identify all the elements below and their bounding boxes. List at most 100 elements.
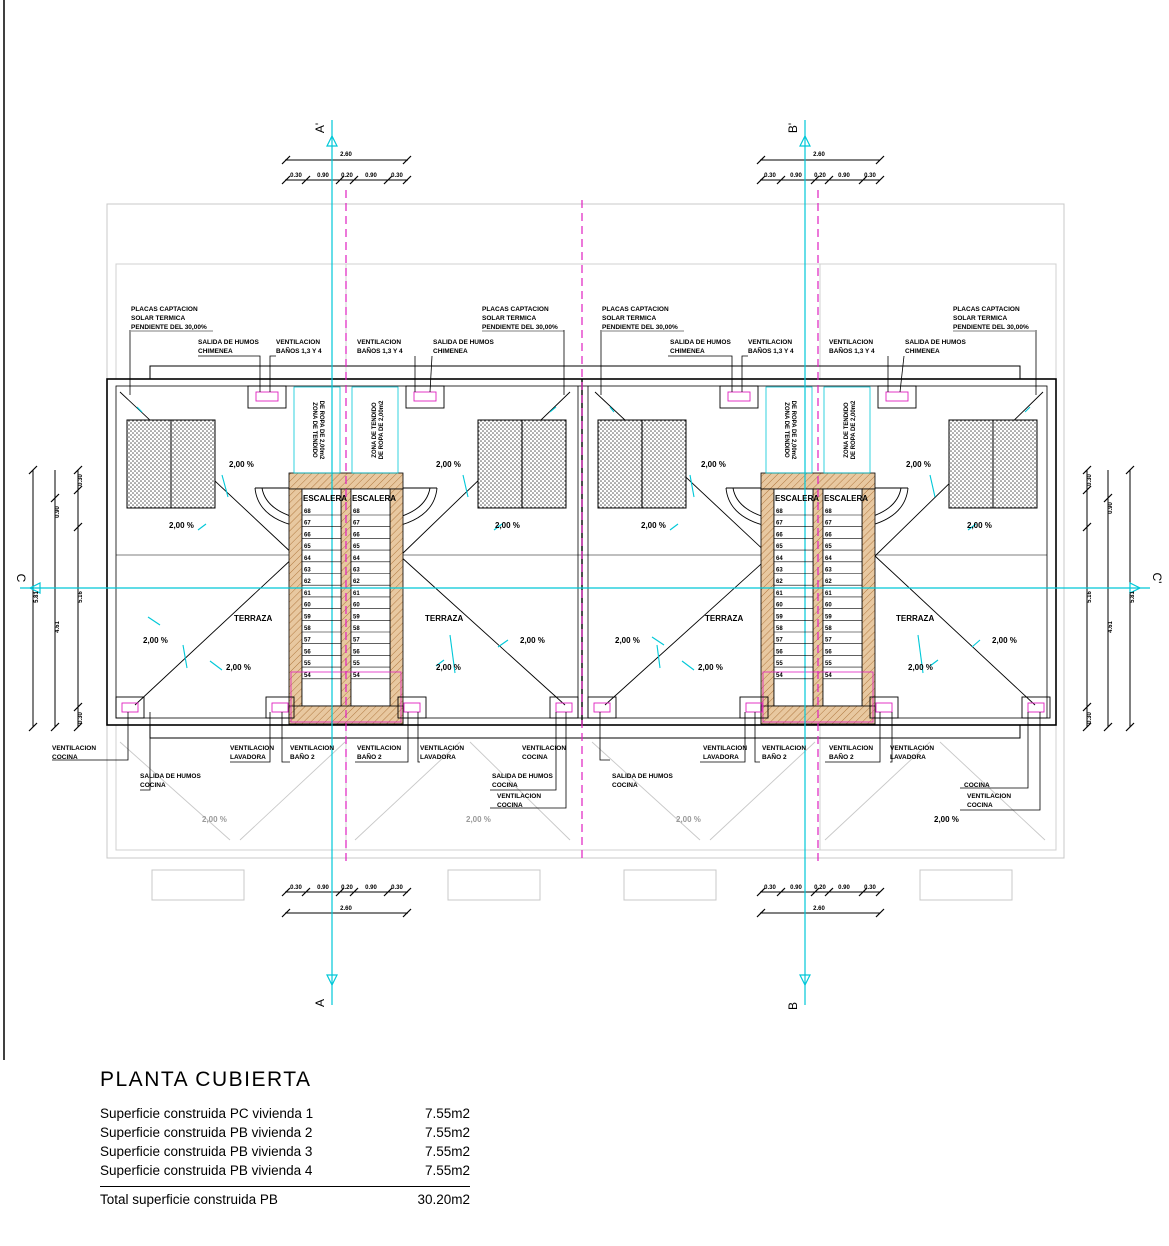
stair-step-number: 63 (825, 568, 832, 574)
surface-row: Superficie construida PB vivienda 3 7.55… (100, 1142, 470, 1161)
label-line: BAÑO 2 (762, 752, 787, 761)
section-mark-a-top: A' (313, 123, 327, 133)
label-line: VENTILACION (52, 745, 96, 752)
stair-step-number: 67 (825, 521, 832, 527)
surface-row-label: Superficie construida PC vivienda 1 (100, 1106, 314, 1121)
stair-step-number: 63 (304, 568, 311, 574)
placas-label-line: SOLAR TERMICA (482, 315, 536, 322)
label-line: CHIMENEA (433, 348, 468, 355)
stair-step-number: 57 (825, 638, 832, 644)
slope-label: 2,00 % (169, 521, 194, 530)
axis-lines (345, 190, 819, 862)
dim-seg: 0.20 (814, 885, 826, 891)
label-line: SALIDA DE HUMOS (612, 773, 673, 780)
dim-seg: 0.90 (365, 173, 377, 179)
slope-label: 2,00 % (226, 663, 251, 672)
label-line: ZONA DE TENDIDO (844, 402, 850, 458)
dim-side-a-left: 4.61 (55, 621, 61, 633)
stair-step-number: 62 (825, 579, 832, 585)
stair-step-number: 63 (353, 568, 360, 574)
section-mark-a-bottom: A (313, 999, 327, 1007)
dim-seg: 0.90 (317, 885, 329, 891)
stair-step-number: 61 (304, 591, 311, 597)
stair-step-number: 68 (776, 509, 783, 515)
stair-step-number: 55 (825, 661, 832, 667)
label-line: SALIDA DE HUMOS (433, 339, 494, 346)
slope-label: 2,00 % (495, 521, 520, 530)
slope-label: 2,00 % (143, 636, 168, 645)
label-line: SALIDA DE HUMOS (905, 339, 966, 346)
label-line: ZONA DE TENDIDO (372, 402, 378, 458)
dim-side-outer-right: 5.81 (1130, 591, 1136, 603)
placas-label-line: PLACAS CAPTACION (953, 306, 1020, 313)
stair-step-number: 64 (776, 556, 783, 562)
dim-side-b-right: 0.90 (1108, 502, 1114, 514)
dim-side-d-right: 0.30 (1087, 712, 1093, 724)
stair-step-number: 56 (353, 649, 360, 655)
slope-label: 2,00 % (701, 460, 726, 469)
label-line: ZONA DE TENDIDO (783, 402, 789, 458)
dim-overall-bottom-right: 2.60 (813, 906, 825, 912)
drawing-title: PLANTA CUBIERTA (100, 1068, 312, 1091)
dim-seg: 0.30 (764, 173, 776, 179)
stair-step-number: 60 (353, 603, 360, 609)
slope-label: 2,00 % (698, 663, 723, 672)
label-line: BAÑOS 1,3 Y 4 (276, 346, 322, 355)
stair-step-number: 61 (825, 591, 832, 597)
label-line: BAÑO 2 (829, 752, 854, 761)
dim-seg: 0.90 (790, 173, 802, 179)
label-line: VENTILACION (762, 745, 806, 752)
dim-side-a-right: 4.61 (1108, 621, 1114, 633)
slope-label: 2,00 % (436, 663, 461, 672)
stair-step-number: 63 (776, 568, 783, 574)
slope-label-ghost: 2,00 % (466, 815, 491, 824)
bottom-vent-labels: VENTILACION COCINA VENTILACION LAVADORA … (52, 745, 1011, 809)
slope-label-ghost: 2,00 % (202, 815, 227, 824)
label-line: DE ROPA DE 2,00m2 (790, 401, 796, 460)
stair-step-number: 54 (776, 673, 783, 679)
stair-step-numbers: 6867666564636261605958575655546867666564… (302, 509, 862, 680)
surface-row-value: 7.55m2 (424, 1106, 470, 1121)
label-line: VENTILACION (890, 745, 934, 752)
label-line: BAÑOS 1,3 Y 4 (748, 346, 794, 355)
stair-step-number: 58 (304, 626, 311, 632)
stair-step-number: 60 (304, 603, 311, 609)
stair-step-number: 67 (353, 521, 360, 527)
label-line: DE ROPA DE 2,00m2 (318, 401, 324, 460)
slope-labels: 2,00 % 2,00 % 2,00 % 2,00 % 2,00 % 2,00 … (143, 460, 1017, 824)
placas-label-line: PLACAS CAPTACION (602, 306, 669, 313)
stair-step-number: 58 (776, 626, 783, 632)
dim-side-c-right: 0.30 (1087, 474, 1093, 486)
dim-side-outer-left: 5.81 (34, 591, 40, 603)
section-lines (20, 120, 1150, 1005)
placas-label-line: PENDIENTE DEL 30,00% (482, 324, 558, 331)
label-line: BAÑO 2 (357, 752, 382, 761)
stair-step-number: 66 (353, 532, 360, 538)
slope-label: 2,00 % (436, 460, 461, 469)
slope-label: 2,00 % (906, 460, 931, 469)
top-vent-labels: SALIDA DE HUMOS CHIMENEA VENTILACION BAÑ… (198, 339, 966, 355)
label-line: BAÑOS 1,3 Y 4 (829, 346, 875, 355)
stair-step-number: 59 (304, 614, 311, 620)
surface-total-row: Total superficie construida PB 30.20m2 (100, 1186, 470, 1209)
slope-label-ghost: 2,00 % (676, 815, 701, 824)
surface-total-label: Total superficie construida PB (100, 1192, 278, 1207)
stair-label: ESCALERA (303, 494, 347, 503)
terrace-label: TERRAZA (234, 614, 272, 623)
stair-step-number: 55 (304, 661, 311, 667)
stair-step-number: 55 (353, 661, 360, 667)
label-line: VENTILACION (703, 745, 747, 752)
placas-label-line: PENDIENTE DEL 30,00% (953, 324, 1029, 331)
dim-seg: 0.90 (790, 885, 802, 891)
surface-row-value: 7.55m2 (424, 1144, 470, 1159)
label-line: LAVADORA (890, 754, 926, 761)
label-line: COCINA (612, 782, 638, 789)
dim-side-b-left: 0.90 (55, 506, 61, 518)
stair-step-number: 59 (825, 614, 832, 620)
stair-label: ESCALERA (352, 494, 396, 503)
surface-row: Superficie construida PC vivienda 1 7.55… (100, 1104, 470, 1123)
vent-boxes (115, 385, 1051, 719)
dim-overall-top-right: 2.60 (813, 152, 825, 158)
stair-step-number: 62 (353, 579, 360, 585)
stair-label: ESCALERA (775, 494, 819, 503)
